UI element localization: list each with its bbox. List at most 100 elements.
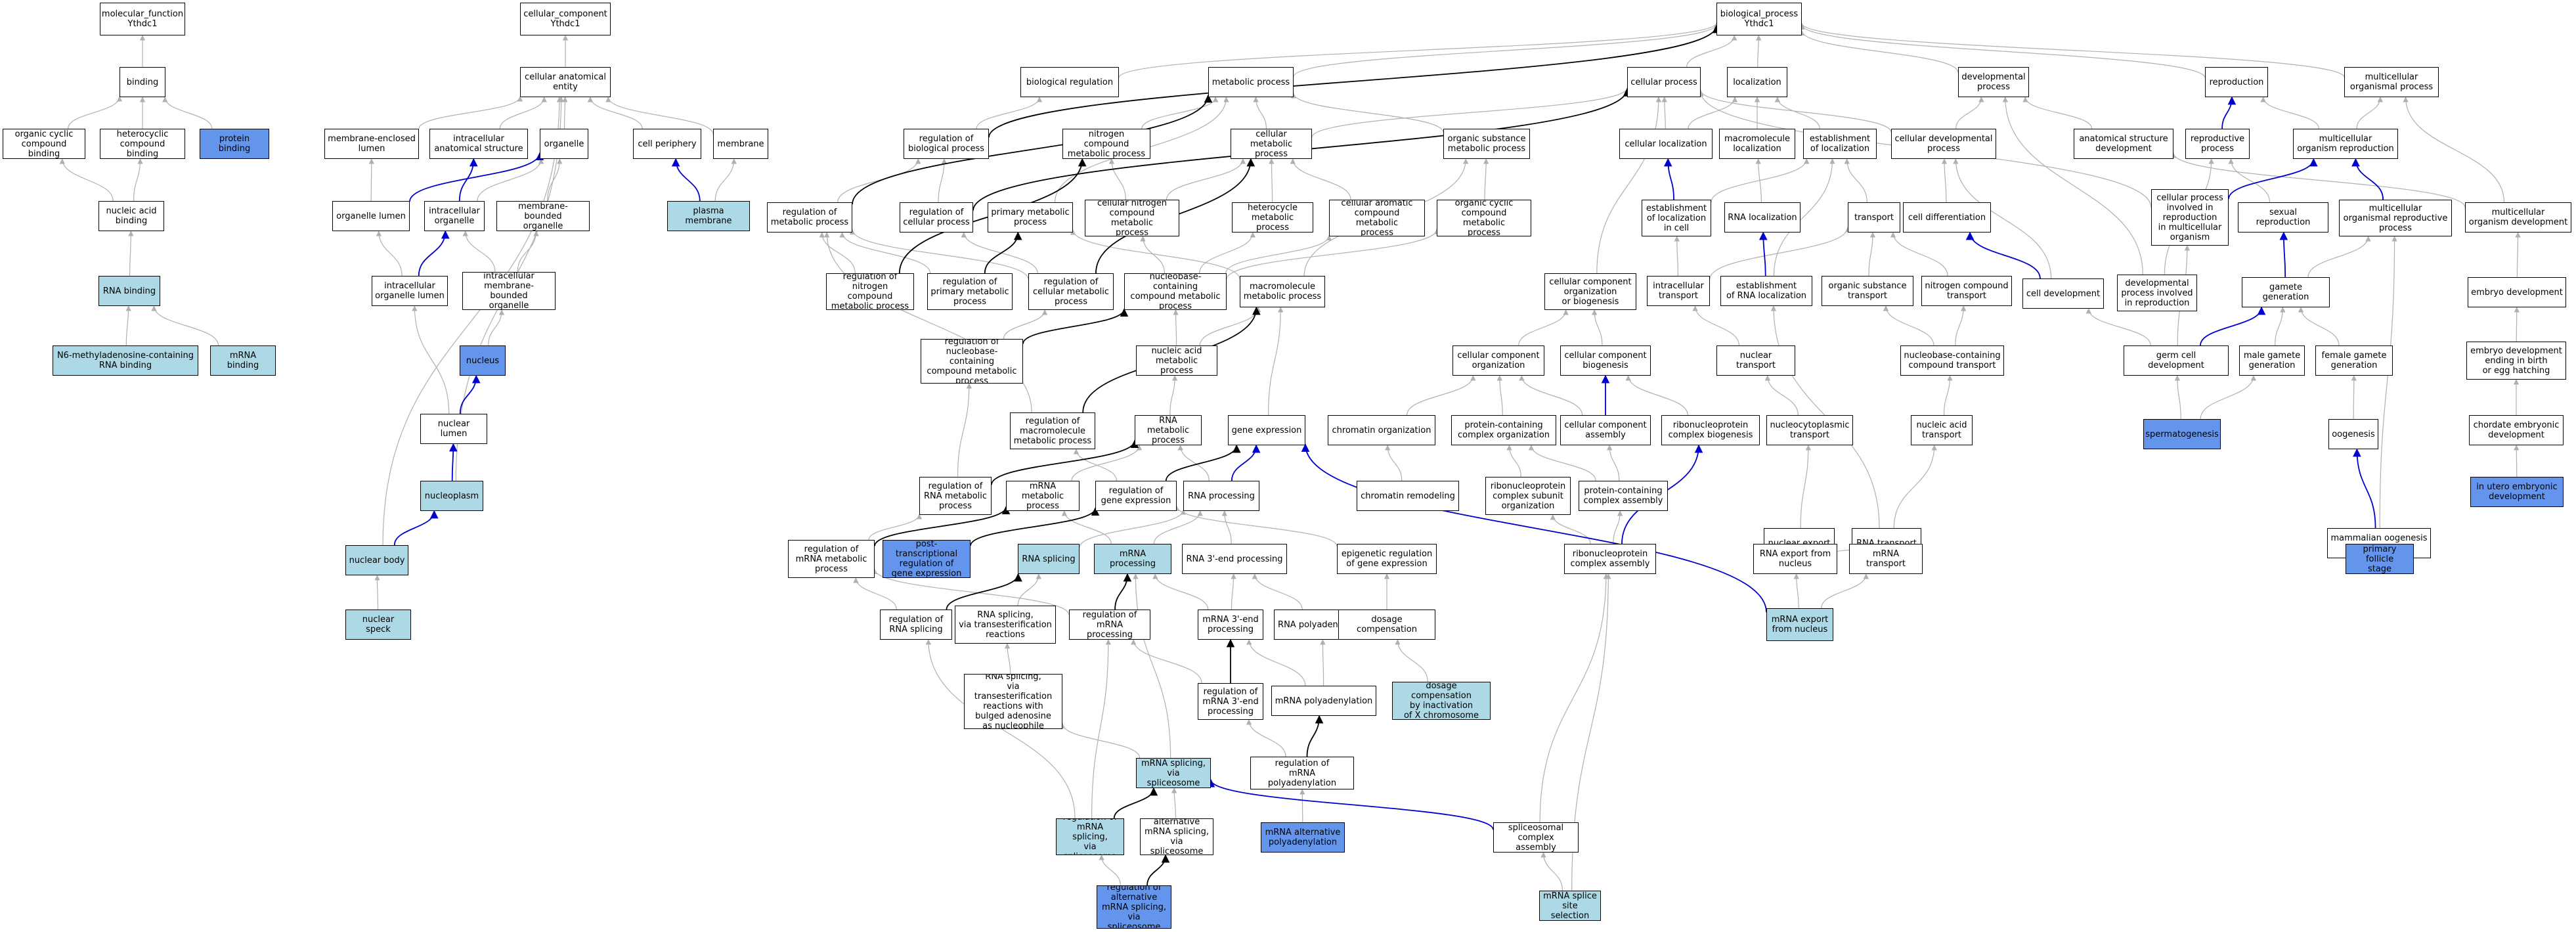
node-cell-periphery[interactable]: cell periphery <box>633 129 701 159</box>
node-cellular-developmental-process[interactable]: cellular developmental process <box>1891 129 1996 159</box>
node-primary-follicle-stage[interactable]: primary follicle stage <box>2346 544 2414 574</box>
node-chromatin-organization[interactable]: chromatin organization <box>1328 415 1435 445</box>
node-protein-binding[interactable]: protein binding <box>200 129 269 159</box>
node-mrna-splice-site-selection[interactable]: mRNA splice site selection <box>1539 891 1601 921</box>
node-mrna-binding[interactable]: mRNA binding <box>210 345 276 376</box>
node-cellular-component-biogenesis[interactable]: cellular component biogenesis <box>1560 345 1651 376</box>
node-cell-differentiation[interactable]: cell differentiation <box>1903 202 1991 233</box>
node-mrna-alternative-polyadenylation[interactable]: mRNA alternative polyadenylation <box>1261 822 1345 853</box>
node-nuclear-speck[interactable]: nuclear speck <box>345 610 411 640</box>
node-nitrogen-compound-transport[interactable]: nitrogen compound transport <box>1921 276 2012 306</box>
node-regulation-of-mrna-metabolic-process[interactable]: regulation of mRNA metabolic process <box>788 540 875 578</box>
node-intracellular-organelle-lumen[interactable]: intracellular organelle lumen <box>372 276 448 306</box>
node-regulation-of-biological-process[interactable]: regulation of biological process <box>904 129 989 159</box>
node-cellular-component-organization-or-biogenesis[interactable]: cellular component organization or bioge… <box>1544 273 1636 310</box>
node-regulation-of-cellular-process[interactable]: regulation of cellular process <box>900 202 973 233</box>
node-intracellular-transport[interactable]: intracellular transport <box>1647 276 1710 306</box>
node-regulation-of-rna-splicing[interactable]: regulation of RNA splicing <box>880 610 952 640</box>
node-regulation-of-nitrogen-compound-metabolic-process[interactable]: regulation of nitrogen compound metaboli… <box>826 273 914 310</box>
node-multicellular-organism-development[interactable]: multicellular organism development <box>2465 202 2571 233</box>
node-rna-export-from-nucleus[interactable]: RNA export from nucleus <box>1753 544 1837 574</box>
node-regulation-of-cellular-metabolic-process[interactable]: regulation of cellular metabolic process <box>1028 273 1114 310</box>
node-embryo-development-ending-in-birth[interactable]: embryo development ending in birth or eg… <box>2466 342 2566 380</box>
node-protein-containing-complex-organization[interactable]: protein-containing complex organization <box>1451 415 1556 445</box>
node-germ-cell-development[interactable]: germ cell development <box>2124 345 2229 376</box>
node-establishment-of-rna-localization[interactable]: establishment of RNA localization <box>1720 276 1812 306</box>
node-molecular-function[interactable]: molecular_function Ythdc1 <box>100 3 185 35</box>
node-metabolic-process[interactable]: metabolic process <box>1208 67 1294 97</box>
node-nucleobase-containing-compound-metabolic-process[interactable]: nucleobase-containing compound metabolic… <box>1124 273 1227 310</box>
node-embryo-development[interactable]: embryo development <box>2468 277 2566 307</box>
node-rna-processing[interactable]: RNA processing <box>1183 481 1259 511</box>
node-establishment-of-localization[interactable]: establishment of localization <box>1803 129 1877 159</box>
node-in-utero-embryonic-development[interactable]: in utero embryonic development <box>2470 477 2564 507</box>
node-macromolecule-metabolic-process[interactable]: macromolecule metabolic process <box>1240 276 1325 307</box>
node-mrna-transport[interactable]: mRNA transport <box>1849 544 1923 574</box>
node-epigenetic-regulation[interactable]: epigenetic regulation of gene expression <box>1337 544 1437 574</box>
node-cellular-process[interactable]: cellular process <box>1627 67 1701 97</box>
node-nucleic-acid-transport[interactable]: nucleic acid transport <box>1911 415 1973 445</box>
node-organic-substance-transport[interactable]: organic substance transport <box>1822 276 1913 306</box>
node-multicellular-organismal-process[interactable]: multicellular organismal process <box>2344 67 2439 97</box>
node-cellular-metabolic-process[interactable]: cellular metabolic process <box>1231 129 1312 159</box>
node-male-gamete-generation[interactable]: male gamete generation <box>2239 345 2305 376</box>
node-nucleocytoplasmic-transport[interactable]: nucleocytoplasmic transport <box>1766 415 1853 445</box>
node-cellular-aromatic-compound-metabolic-process[interactable]: cellular aromatic compound metabolic pro… <box>1329 200 1425 236</box>
node-localization[interactable]: localization <box>1727 67 1787 97</box>
node-alternative-mrna-splicing[interactable]: alternative mRNA splicing, via spliceoso… <box>1140 818 1213 855</box>
node-mrna-metabolic-process[interactable]: mRNA metabolic process <box>1006 481 1080 511</box>
node-nitrogen-compound-metabolic-process[interactable]: nitrogen compound metabolic process <box>1062 129 1150 159</box>
node-regulation-of-mrna-3-end-processing[interactable]: regulation of mRNA 3'-end processing <box>1198 683 1263 720</box>
node-nuclear-transport[interactable]: nuclear transport <box>1716 345 1795 376</box>
node-female-gamete-generation[interactable]: female gamete generation <box>2315 345 2393 376</box>
node-regulation-of-mrna-polyadenylation[interactable]: regulation of mRNA polyadenylation <box>1250 757 1354 789</box>
node-nucleoplasm[interactable]: nucleoplasm <box>420 481 483 511</box>
node-spermatogenesis[interactable]: spermatogenesis <box>2143 419 2221 449</box>
node-regulation-of-macromolecule-metabolic-process[interactable]: regulation of macromolecule metabolic pr… <box>1010 412 1095 449</box>
node-mrna-export-from-nucleus[interactable]: mRNA export from nucleus <box>1766 608 1833 641</box>
node-cellular-nitrogen-compound-metabolic-process[interactable]: cellular nitrogen compound metabolic pro… <box>1085 200 1179 236</box>
node-mrna-splicing-via-spliceosome[interactable]: mRNA splicing, via spliceosome <box>1136 758 1211 788</box>
node-regulation-of-gene-expression[interactable]: regulation of gene expression <box>1095 481 1177 511</box>
node-organic-cyclic-compound-binding[interactable]: organic cyclic compound binding <box>3 129 85 159</box>
node-regulation-of-metabolic-process[interactable]: regulation of metabolic process <box>767 202 852 233</box>
node-dosage-compensation-x-inactivation[interactable]: dosage compensation by inactivation of X… <box>1392 682 1491 720</box>
node-protein-containing-complex-assembly[interactable]: protein-containing complex assembly <box>1579 481 1668 511</box>
node-rna-splicing-bulged-adenosine[interactable]: RNA splicing, via transesterification re… <box>964 674 1062 729</box>
node-regulation-of-alternative-mrna-splicing[interactable]: regulation of alternative mRNA splicing,… <box>1097 885 1171 929</box>
node-ribonucleoprotein-complex-biogenesis[interactable]: ribonucleoprotein complex biogenesis <box>1661 415 1760 445</box>
node-plasma-membrane[interactable]: plasma membrane <box>667 201 750 231</box>
node-cellular-component-organization[interactable]: cellular component organization <box>1452 345 1544 376</box>
node-chordate-embryonic-development[interactable]: chordate embryonic development <box>2469 415 2564 445</box>
node-sexual-reproduction[interactable]: sexual reproduction <box>2238 202 2328 233</box>
node-reproduction[interactable]: reproduction <box>2205 67 2268 97</box>
node-nucleus[interactable]: nucleus <box>460 345 506 376</box>
node-regulation-of-mrna-processing[interactable]: regulation of mRNA processing <box>1069 610 1150 640</box>
node-rna-splicing-via-transesterification[interactable]: RNA splicing, via transesterification re… <box>955 606 1056 644</box>
node-organic-cyclic-compound-metabolic-process[interactable]: organic cyclic compound metabolic proces… <box>1437 200 1531 236</box>
node-macromolecule-localization[interactable]: macromolecule localization <box>1719 129 1795 159</box>
node-regulation-of-nucleobase-containing-compound-metabolic-process[interactable]: regulation of nucleobase-containing comp… <box>921 339 1023 384</box>
node-cellular-localization[interactable]: cellular localization <box>1619 129 1713 159</box>
node-cellular-component-assembly[interactable]: cellular component assembly <box>1560 415 1651 445</box>
node-gene-expression[interactable]: gene expression <box>1228 415 1305 445</box>
node-heterocyclic-compound-binding[interactable]: heterocyclic compound binding <box>100 129 185 159</box>
node-anatomical-structure-development[interactable]: anatomical structure development <box>2074 129 2173 159</box>
node-heterocycle-metabolic-process[interactable]: heterocycle metabolic process <box>1232 202 1313 233</box>
node-biological-process[interactable]: biological_process Ythdc1 <box>1716 3 1802 35</box>
node-cellular-process-involved-in-reproduction[interactable]: cellular process involved in reproductio… <box>2151 189 2229 246</box>
node-membrane-enclosed-lumen[interactable]: membrane-enclosed lumen <box>324 129 419 159</box>
node-regulation-of-primary-metabolic-process[interactable]: regulation of primary metabolic process <box>927 273 1013 310</box>
node-membrane-bounded-organelle[interactable]: membrane-bounded organelle <box>496 201 590 231</box>
node-organelle[interactable]: organelle <box>540 129 588 159</box>
node-rna-binding[interactable]: RNA binding <box>98 276 160 306</box>
node-spliceosomal-complex-assembly[interactable]: spliceosomal complex assembly <box>1493 822 1579 853</box>
node-nuclear-body[interactable]: nuclear body <box>345 545 408 575</box>
node-nucleic-acid-binding[interactable]: nucleic acid binding <box>98 201 164 231</box>
node-oogenesis[interactable]: oogenesis <box>2328 419 2378 449</box>
node-ribonucleoprotein-complex-subunit-organization[interactable]: ribonucleoprotein complex subunit organi… <box>1485 477 1571 515</box>
node-ribonucleoprotein-complex-assembly[interactable]: ribonucleoprotein complex assembly <box>1564 544 1656 574</box>
node-mrna-polyadenylation[interactable]: mRNA polyadenylation <box>1271 686 1376 716</box>
node-regulation-of-rna-metabolic-process[interactable]: regulation of RNA metabolic process <box>919 477 992 515</box>
node-post-transcriptional-regulation[interactable]: post-transcriptional regulation of gene … <box>883 540 971 578</box>
